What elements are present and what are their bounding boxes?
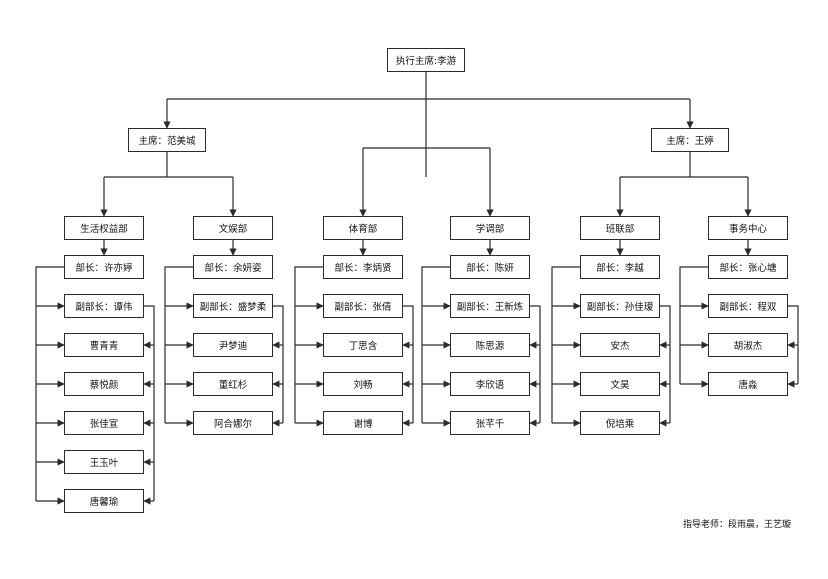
left-spine-2-0	[551, 266, 580, 423]
right-spine-0-1	[273, 305, 284, 423]
member-0-1-0: 副部长：盛梦柔	[193, 294, 273, 318]
member-0-1-1: 尹梦迪	[193, 333, 273, 357]
department-head-1-1: 部长：陈妍	[450, 255, 530, 279]
member-2-0-1: 安杰	[580, 333, 660, 357]
right-spine-2-0	[660, 305, 671, 423]
member-1-1-0: 副部长：王新炼	[450, 294, 530, 318]
left-spine-0-1	[164, 266, 193, 423]
member-1-1-2: 李欣语	[450, 372, 530, 396]
chair-2: 主席：王婷	[651, 128, 729, 152]
member-1-0-3: 谢博	[323, 411, 403, 435]
chair-0: 主席：范美城	[128, 128, 206, 152]
member-0-0-3: 张佳宣	[64, 411, 144, 435]
member-1-0-1: 丁思含	[323, 333, 403, 357]
member-1-1-1: 陈思源	[450, 333, 530, 357]
department-head-0-1: 部长：余妍姿	[193, 255, 273, 279]
member-0-0-5: 唐馨瑜	[64, 489, 144, 513]
member-0-1-2: 董红杉	[193, 372, 273, 396]
member-2-1-2: 唐淼	[708, 372, 788, 396]
member-1-1-3: 张芊千	[450, 411, 530, 435]
advisor-footer: 指导老师：段雨晨，王艺璇	[682, 520, 791, 530]
member-0-0-4: 王玉叶	[64, 450, 144, 474]
department-0-1: 文娱部	[193, 216, 273, 240]
member-0-1-3: 阿合娜尔	[193, 411, 273, 435]
member-1-0-0: 副部长：张倩	[323, 294, 403, 318]
department-head-2-0: 部长：李越	[580, 255, 660, 279]
department-head-0-0: 部长：许亦婷	[64, 255, 144, 279]
right-spine-1-0	[403, 305, 414, 423]
department-2-0: 班联部	[580, 216, 660, 240]
member-0-0-0: 副部长：谭伟	[64, 294, 144, 318]
member-0-0-1: 曹青青	[64, 333, 144, 357]
member-2-0-3: 倪培乘	[580, 411, 660, 435]
member-2-1-1: 胡淑杰	[708, 333, 788, 357]
department-1-1: 学调部	[450, 216, 530, 240]
member-1-0-2: 刘畅	[323, 372, 403, 396]
department-head-2-1: 部长：张心塘	[708, 255, 788, 279]
right-spine-2-1	[788, 305, 799, 384]
department-1-0: 体育部	[323, 216, 403, 240]
right-spine-1-1	[530, 305, 541, 423]
left-spine-1-0	[294, 266, 323, 423]
right-spine-0-0	[144, 305, 155, 501]
department-2-1: 事务中心	[708, 216, 788, 240]
root-executive-chair: 执行主席:李游	[387, 48, 465, 72]
department-head-1-0: 部长：李炳贤	[323, 255, 403, 279]
department-0-0: 生活权益部	[64, 216, 144, 240]
member-2-0-0: 副部长：孙佳瑷	[580, 294, 660, 318]
left-spine-1-1	[421, 266, 450, 423]
member-2-1-0: 副部长：程双	[708, 294, 788, 318]
member-2-0-2: 文昊	[580, 372, 660, 396]
member-0-0-2: 蔡悦颜	[64, 372, 144, 396]
left-spine-2-1	[679, 266, 708, 384]
